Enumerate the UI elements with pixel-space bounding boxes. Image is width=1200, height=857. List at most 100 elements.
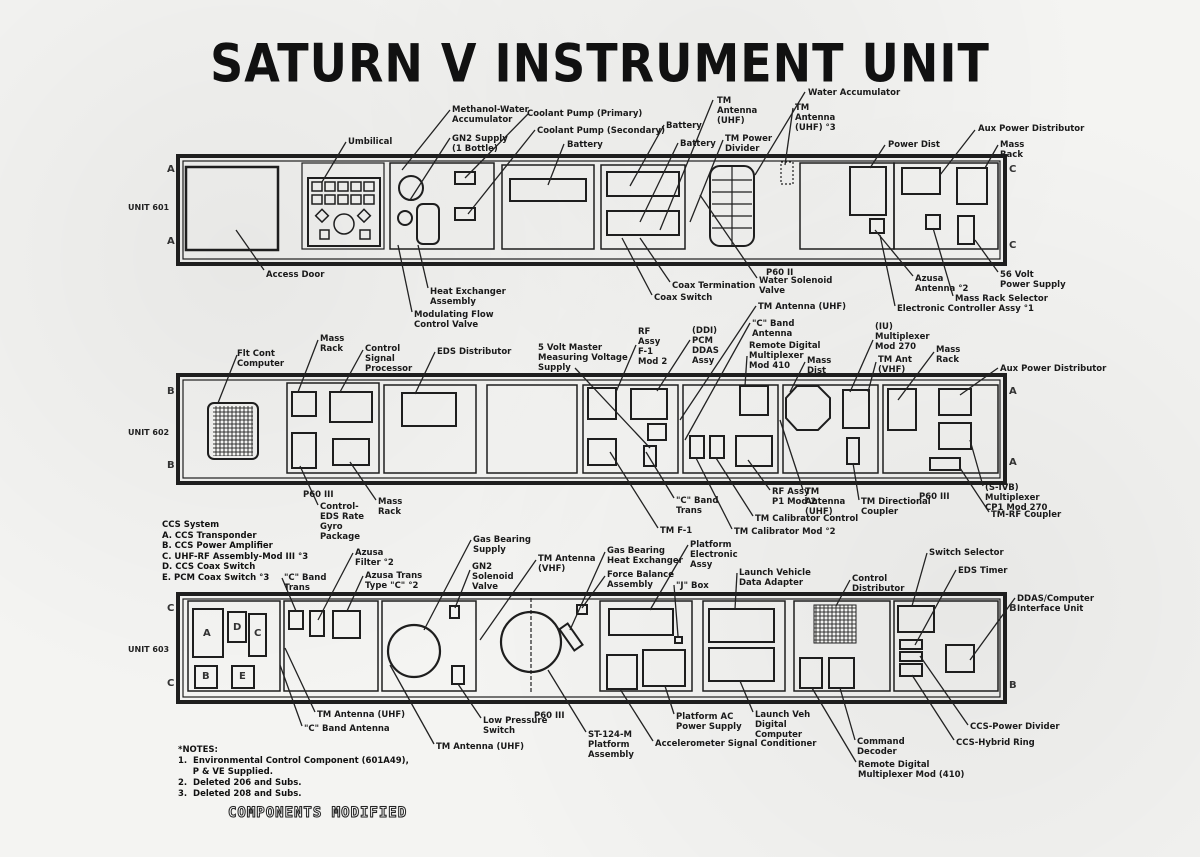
component-label: Battery bbox=[666, 121, 702, 131]
component-label: Mass Rack bbox=[378, 497, 403, 517]
unit-601-panel bbox=[176, 154, 1007, 266]
component-label: Coolant Pump (Secondary) bbox=[537, 126, 665, 136]
leader-lines bbox=[217, 91, 1016, 763]
component-label: Control Distributor bbox=[852, 574, 905, 594]
note-item: 1. Environmental Control Component (601A… bbox=[178, 756, 409, 766]
notes-block: *NOTES: 1. Environmental Control Compone… bbox=[178, 745, 409, 800]
edge-marker: B bbox=[1009, 603, 1017, 614]
component-label: Gas Bearing Heat Exchanger bbox=[607, 546, 683, 566]
component-label: Mass Rack bbox=[1000, 140, 1025, 160]
edge-marker: C bbox=[167, 603, 175, 614]
component-label: CCS-Power Divider bbox=[970, 722, 1060, 732]
component-label: Control Signal Processor bbox=[365, 344, 413, 374]
ccs-item: D. CCS Coax Switch bbox=[162, 562, 256, 572]
component-label: TM Ant (VHF) bbox=[878, 355, 912, 375]
component-label: DDAS/Computer Interface Unit bbox=[1017, 594, 1095, 614]
edge-marker: A bbox=[167, 164, 175, 175]
edge-marker: B bbox=[1009, 680, 1017, 691]
component-label: TM Power Divider bbox=[725, 134, 773, 154]
component-label: Azusa Filter °2 bbox=[355, 548, 394, 568]
module-letter: D bbox=[233, 622, 242, 633]
unit-602-panel bbox=[176, 373, 1007, 485]
component-label: Heat Exchanger Assembly bbox=[430, 287, 506, 307]
component-label: TM Calibrator Control bbox=[755, 514, 859, 524]
component-label: ST-124-M Platform Assembly bbox=[588, 730, 634, 760]
unit-601-label: UNIT 601 bbox=[128, 203, 170, 212]
ccs-heading: CCS System bbox=[162, 520, 220, 530]
component-label: P60 III bbox=[919, 492, 950, 502]
components-modified-footer: COMPONENTS MODIFIED bbox=[227, 805, 408, 822]
component-label: TM Antenna (UHF) bbox=[436, 742, 525, 752]
module-letter: E bbox=[239, 671, 246, 682]
edge-marker: C bbox=[1009, 164, 1017, 175]
component-label: Launch Vehicle Data Adapter bbox=[739, 568, 811, 588]
edge-marker: B bbox=[167, 460, 175, 471]
page-title: SATURN V INSTRUMENT UNIT bbox=[210, 31, 990, 95]
unit-603-label: UNIT 603 bbox=[128, 645, 170, 654]
component-label: Azusa Trans Type "C" °2 bbox=[365, 571, 423, 591]
component-label: 56 Volt Power Supply bbox=[1000, 270, 1066, 290]
component-label: EDS Timer bbox=[958, 566, 1008, 576]
component-label: Gas Bearing Supply bbox=[473, 535, 531, 555]
component-label: Platform AC Power Supply bbox=[676, 712, 742, 732]
component-label: (IU) Multiplexer Mod 270 bbox=[875, 322, 930, 352]
component-label: TM Calibrator Mod °2 bbox=[734, 527, 836, 537]
component-label: Umbilical bbox=[348, 137, 393, 147]
ccs-item: C. UHF-RF Assembly-Mod III °3 bbox=[162, 551, 309, 562]
component-label: TM Antenna (UHF) bbox=[805, 487, 846, 517]
component-label: (DDI) PCM DDAS Assy bbox=[692, 326, 719, 366]
edge-marker: A bbox=[1009, 457, 1017, 468]
component-label: Flt Cont Computer bbox=[237, 349, 285, 369]
component-label: Platform Electronic Assy bbox=[690, 540, 738, 570]
component-label: GN2 Solenoid Valve bbox=[472, 562, 514, 592]
component-label: Electronic Controller Assy °1 bbox=[897, 304, 1034, 314]
component-label: Control- EDS Rate Gyro Package bbox=[320, 502, 365, 542]
component-label: Force Balance Assembly bbox=[607, 570, 674, 590]
component-label: Launch Veh Digital Computer bbox=[755, 710, 811, 740]
component-label: Coax Switch bbox=[654, 293, 713, 303]
component-label: Battery bbox=[567, 140, 603, 150]
component-label: TM Antenna (VHF) bbox=[538, 554, 596, 574]
component-label: Remote Digital Multiplexer Mod 410 bbox=[749, 341, 821, 371]
note-item: P & VE Supplied. bbox=[178, 767, 273, 777]
module-letter: A bbox=[203, 628, 211, 639]
component-label: GN2 Supply (1 Bottle) bbox=[452, 134, 508, 154]
component-label: Azusa Antenna °2 bbox=[915, 274, 969, 294]
component-label: Modulating Flow Control Valve bbox=[414, 310, 494, 330]
component-label: Coolant Pump (Primary) bbox=[527, 109, 643, 119]
component-label: Power Dist bbox=[888, 140, 940, 150]
module-letter: C bbox=[254, 628, 262, 639]
component-label: TM Antenna (UHF) bbox=[758, 302, 847, 312]
edge-marker: C bbox=[1009, 240, 1017, 251]
ccs-item: B. CCS Power Amplifier bbox=[162, 541, 273, 551]
component-label: Remote Digital Multiplexer Mod (410) bbox=[858, 760, 965, 780]
component-label: Mass Rack bbox=[936, 345, 961, 365]
component-label: Switch Selector bbox=[929, 548, 1004, 558]
component-label: TM Directional Coupler bbox=[861, 497, 931, 517]
ccs-system-legend: CCS System A. CCS Transponder B. CCS Pow… bbox=[162, 520, 308, 583]
component-label: TM Antenna (UHF) °3 bbox=[795, 103, 836, 133]
ccs-item: E. PCM Coax Switch °3 bbox=[162, 572, 270, 583]
module-letter: B bbox=[202, 671, 210, 682]
note-item: 2. Deleted 206 and Subs. bbox=[178, 778, 302, 788]
component-label: Battery bbox=[680, 139, 716, 149]
component-label: RF Assy F-1 Mod 2 bbox=[638, 327, 668, 367]
edge-marker: A bbox=[167, 236, 175, 247]
component-label: Low Pressure Switch bbox=[483, 716, 548, 736]
component-label: Command Decoder bbox=[857, 737, 905, 757]
component-label: P60 III bbox=[303, 490, 334, 500]
component-label: EDS Distributor bbox=[437, 347, 512, 357]
component-label: Coax Termination bbox=[672, 281, 756, 291]
component-label: Mass Dist bbox=[807, 356, 832, 376]
component-label: Water Accumulator bbox=[808, 88, 901, 98]
component-label: TM Antenna (UHF) bbox=[717, 96, 758, 126]
component-label: 5 Volt Master Measuring Voltage Supply bbox=[538, 343, 628, 373]
unit-602-label: UNIT 602 bbox=[128, 428, 170, 437]
component-label: Mass Rack Selector bbox=[955, 294, 1048, 304]
component-label: Mass Rack bbox=[320, 334, 345, 354]
component-label: "C" Band Antenna bbox=[752, 319, 795, 339]
component-label: CCS-Hybrid Ring bbox=[956, 738, 1035, 748]
component-label: (S-IVB) Multiplexer CP1 Mod 270 bbox=[985, 483, 1048, 513]
component-label: Aux Power Distributor bbox=[1000, 364, 1107, 374]
